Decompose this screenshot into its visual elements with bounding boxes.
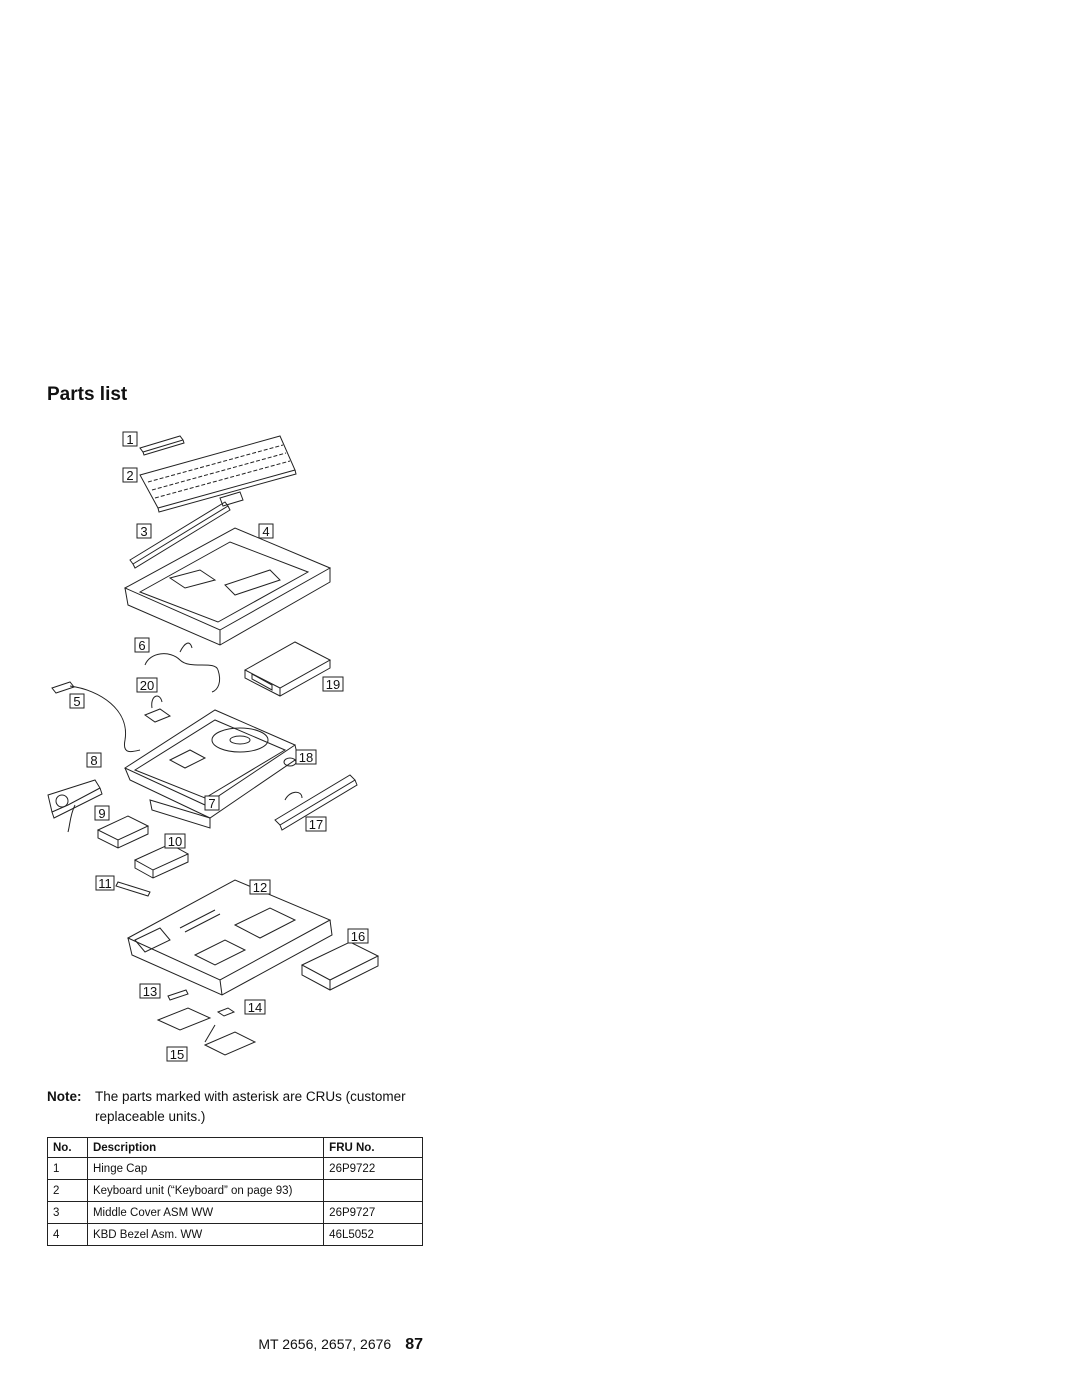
callout-20: 20: [140, 678, 154, 693]
cell-no: 3: [47, 1201, 88, 1224]
column-header-description: Description: [86, 1137, 325, 1158]
callout-18: 18: [299, 750, 313, 765]
callout-6: 6: [138, 638, 145, 653]
parts-table: No. Description FRU No. 1 Hinge Cap 26P9…: [47, 1137, 423, 1246]
exploded-parts-diagram: 1 2 3 4 5 6 7 8 9 10 11 12 13 14 15 16 1…: [40, 420, 420, 1070]
table-row: 2 Keyboard unit (“Keyboard” on page 93): [47, 1179, 423, 1202]
callout-12: 12: [253, 880, 267, 895]
optical-drive-drawing: [243, 641, 332, 697]
cell-description: Middle Cover ASM WW: [86, 1201, 325, 1224]
drive-bay-drawing: [133, 843, 190, 879]
hinge-cap-drawing: [139, 435, 185, 456]
hinge-bar-drawing: [274, 774, 358, 831]
callout-2: 2: [126, 468, 133, 483]
callout-1: 1: [126, 432, 133, 447]
cable-drawing: [144, 642, 221, 693]
callout-19: 19: [326, 677, 340, 692]
hard-drive-drawing: [96, 815, 150, 849]
cell-description: Keyboard unit (“Keyboard” on page 93): [86, 1179, 325, 1202]
table-row: 4 KBD Bezel Asm. WW 46L5052: [47, 1223, 423, 1246]
callout-5: 5: [73, 694, 80, 709]
speaker-cable-drawing: [51, 681, 141, 753]
callout-7: 7: [208, 796, 215, 811]
callout-14: 14: [248, 1000, 262, 1015]
fan-heatsink-drawing: [47, 779, 103, 833]
page-title: Parts list: [47, 384, 128, 405]
base-cover-drawing: [126, 879, 333, 996]
modem-card-drawing: [143, 695, 172, 723]
cell-no: 4: [47, 1223, 88, 1246]
callout-4: 4: [262, 524, 269, 539]
battery-pack-drawing: [300, 941, 380, 991]
callout-16: 16: [351, 929, 365, 944]
coin-battery-drawing: [283, 757, 297, 767]
cell-description: Hinge Cap: [86, 1157, 325, 1180]
callout-15: 15: [170, 1047, 184, 1062]
footer-model: MT 2656, 2657, 2676: [258, 1336, 392, 1352]
page-footer: MT 2656, 2657, 2676 87: [240, 1336, 423, 1354]
middle-cover-drawing: [129, 501, 231, 569]
cell-fru: 46L5052: [323, 1223, 423, 1246]
page-number: 87: [405, 1336, 423, 1353]
table-header-row: No. Description FRU No.: [47, 1137, 423, 1158]
callout-3: 3: [140, 524, 147, 539]
callout-8: 8: [90, 753, 97, 768]
callout-10: 10: [168, 834, 182, 849]
callout-11: 11: [98, 876, 112, 891]
column-header-no: No.: [47, 1137, 88, 1158]
table-row: 3 Middle Cover ASM WW 26P9727: [47, 1201, 423, 1224]
cell-description: KBD Bezel Asm. WW: [86, 1223, 325, 1246]
cell-no: 1: [47, 1157, 88, 1180]
kbd-bezel-drawing: [123, 527, 332, 646]
keyboard-drawing: [139, 435, 297, 513]
memory-module-drawing: [167, 989, 189, 1001]
door-covers-drawing: [156, 1007, 257, 1056]
note-text: The parts marked with asterisk are CRUs …: [95, 1089, 406, 1124]
callout-13: 13: [143, 984, 157, 999]
callout-9: 9: [98, 806, 105, 821]
callout-17: 17: [309, 817, 323, 832]
column-header-fru: FRU No.: [323, 1137, 423, 1158]
table-row: 1 Hinge Cap 26P9722: [47, 1157, 423, 1180]
connector-drawing: [115, 881, 151, 897]
note-label: Note:: [47, 1089, 82, 1104]
cell-fru: 26P9727: [323, 1201, 423, 1224]
cell-no: 2: [47, 1179, 88, 1202]
cell-fru: 26P9722: [323, 1157, 423, 1180]
chip-drawing: [216, 1007, 236, 1017]
cell-fru: [323, 1179, 423, 1202]
